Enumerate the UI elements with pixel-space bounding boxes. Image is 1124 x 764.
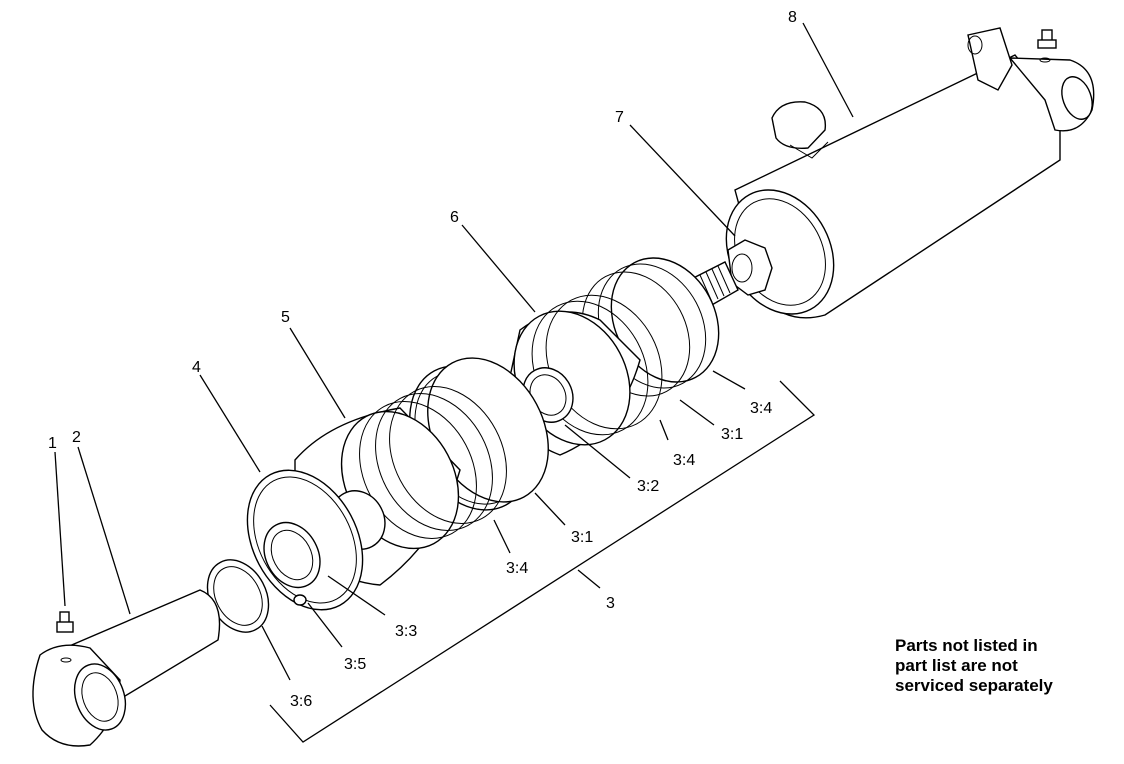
leader-lines bbox=[54, 22, 854, 681]
grease-fitting-rod bbox=[56, 611, 74, 663]
callout-3-3: 3:3 bbox=[395, 623, 417, 640]
callout-6: 6 bbox=[450, 209, 459, 226]
callout-3-1-left: 3:1 bbox=[571, 529, 593, 546]
callout-labels: 1 2 4 5 6 7 8 3:4 3:1 3:4 3:2 3:1 3:4 3 … bbox=[48, 9, 797, 710]
callout-1: 1 bbox=[48, 435, 57, 452]
callout-3-2: 3:2 bbox=[637, 478, 659, 495]
service-note-line-2: part list are not bbox=[895, 656, 1018, 675]
callout-3-5: 3:5 bbox=[344, 656, 366, 673]
piston-rod bbox=[32, 589, 221, 747]
callout-3-6: 3:6 bbox=[290, 693, 312, 710]
callout-7: 7 bbox=[615, 109, 624, 126]
callout-3-4-left: 3:4 bbox=[506, 560, 528, 577]
rod-seals bbox=[206, 521, 321, 633]
callout-4: 4 bbox=[192, 359, 201, 376]
callout-3-4-mid: 3:4 bbox=[673, 452, 695, 469]
service-note-line-3: serviced separately bbox=[895, 676, 1053, 695]
callout-3-4-right: 3:4 bbox=[750, 400, 772, 417]
callout-3: 3 bbox=[606, 595, 615, 612]
grease-fitting-barrel bbox=[1037, 29, 1057, 63]
piston bbox=[504, 257, 720, 456]
kit-bracket bbox=[269, 380, 816, 743]
service-note: Parts not listed in part list are not se… bbox=[895, 636, 1053, 696]
service-note-line-1: Parts not listed in bbox=[895, 636, 1038, 655]
callout-3-1-right: 3:1 bbox=[721, 426, 743, 443]
callout-8: 8 bbox=[788, 9, 797, 26]
callout-2: 2 bbox=[72, 429, 81, 446]
callout-5: 5 bbox=[281, 309, 290, 326]
